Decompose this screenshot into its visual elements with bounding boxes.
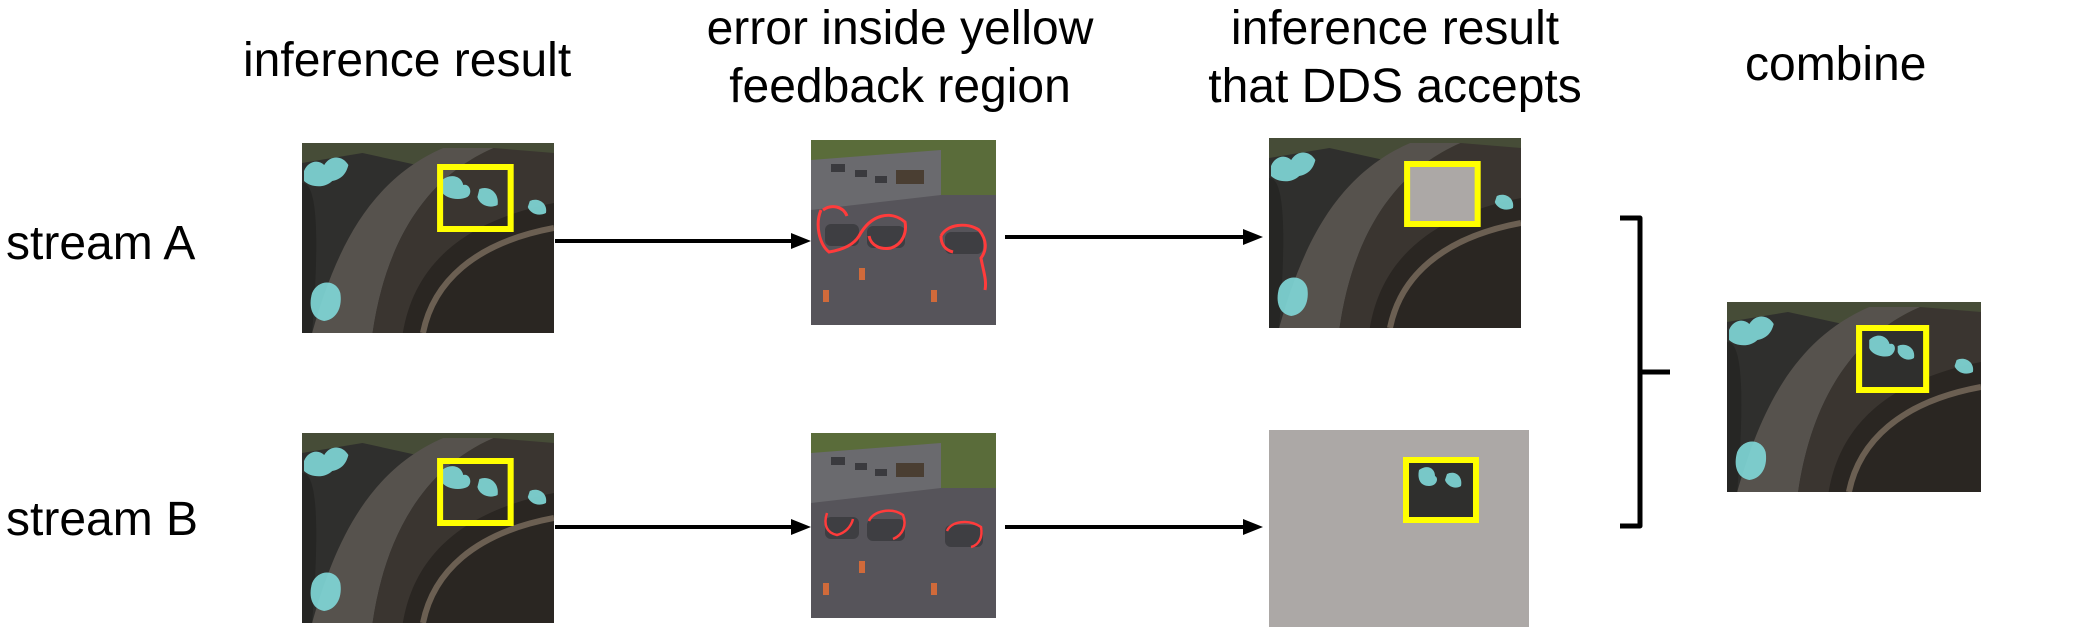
arrow-b-to-error [555, 519, 811, 535]
header-error-inside-yellow: error inside yellow feedback region [680, 0, 1120, 116]
stream-a-error-image [811, 140, 996, 325]
stream-b-error-image [811, 433, 996, 618]
stream-b-accepted-image [1269, 430, 1529, 627]
stream-b-inference-image [302, 433, 554, 623]
header-dds-accepts: inference result that DDS accepts [1185, 0, 1605, 116]
row-label-stream-b: stream B [6, 493, 199, 546]
header-error-line2: feedback region [729, 60, 1071, 113]
stream-a-inference-image [302, 143, 554, 333]
row-label-stream-a: stream A [6, 217, 196, 270]
header-inference-result: inference result [243, 34, 572, 87]
arrow-a-to-error [555, 233, 811, 249]
arrow-a-to-accepted [1005, 229, 1263, 245]
header-dds-line2: that DDS accepts [1208, 60, 1582, 113]
combine-brace [1620, 215, 1670, 529]
header-error-line1: error inside yellow [706, 2, 1094, 55]
arrow-b-to-accepted [1005, 519, 1263, 535]
combined-image [1727, 302, 1981, 492]
header-dds-line1: inference result [1230, 2, 1560, 55]
header-combine: combine [1745, 38, 1927, 91]
stream-a-accepted-image [1269, 138, 1521, 328]
